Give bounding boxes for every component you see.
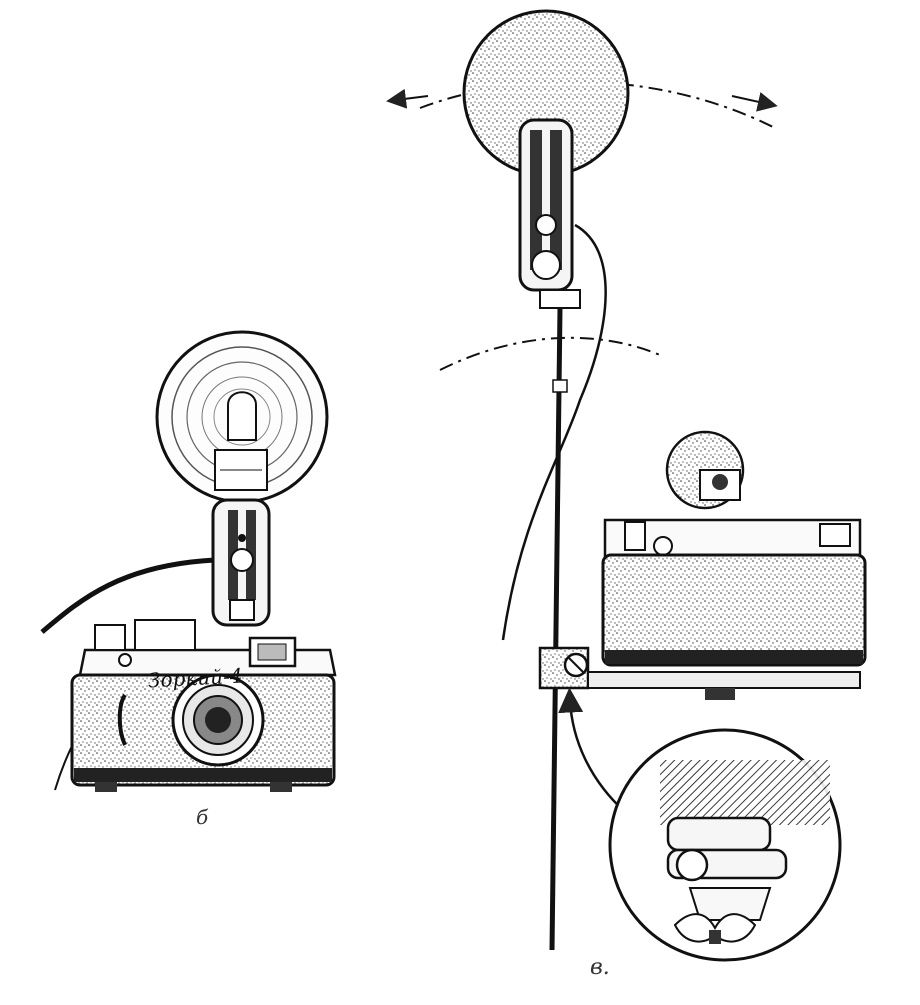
figure-caption-right: в. [590, 955, 610, 980]
left-figure-camera-with-flash [40, 330, 337, 792]
figure-caption-left: б [196, 805, 209, 829]
camera-engraving: Зоркий-4 [147, 663, 244, 693]
right-figure-rod-assembly [386, 9, 867, 962]
